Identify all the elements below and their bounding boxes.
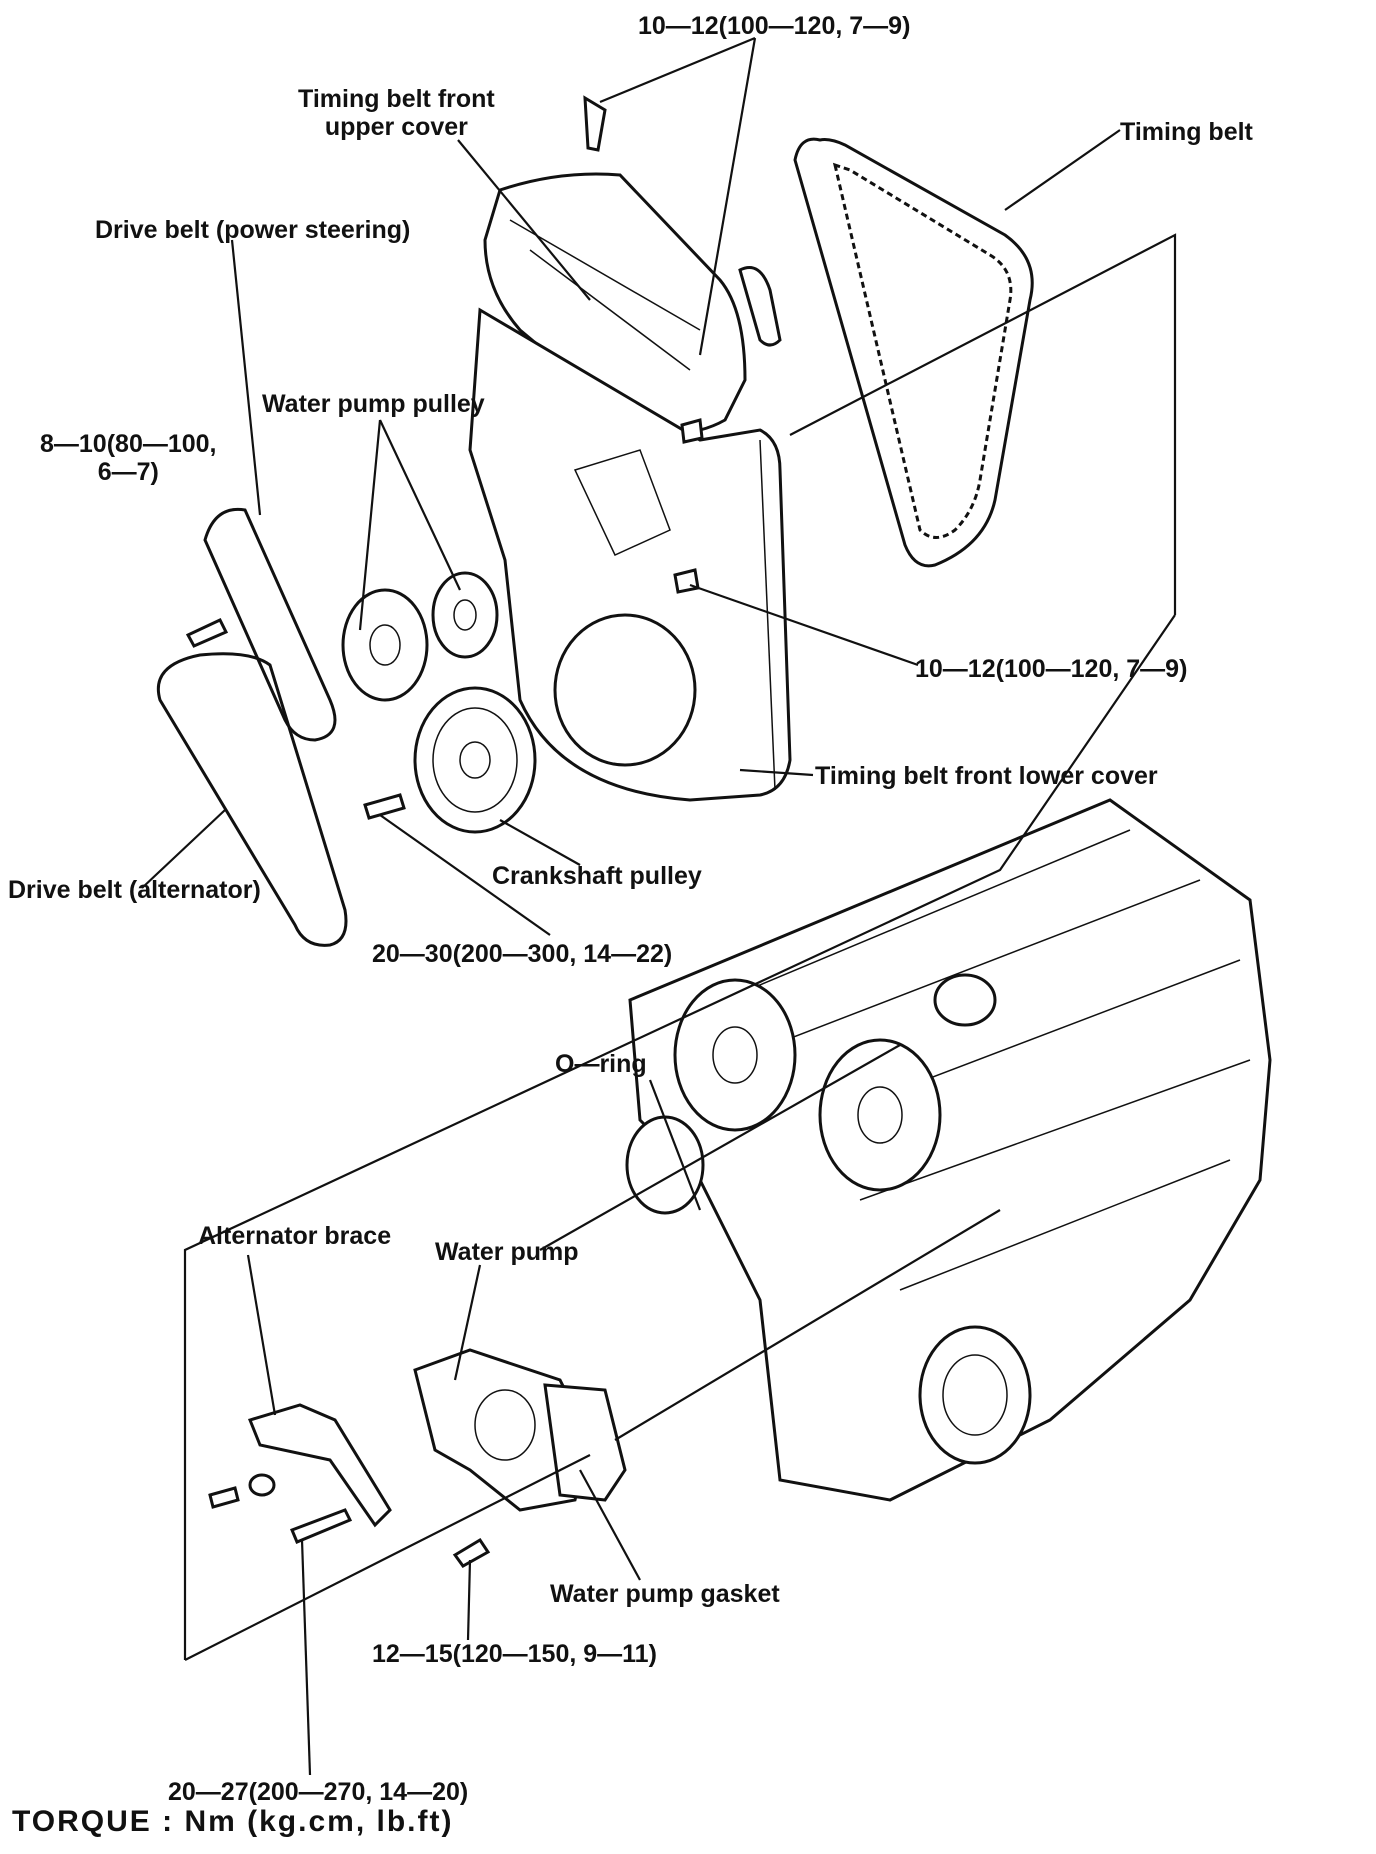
torque-spec-crankshaft-bolt: 20—30(200—300, 14—22) bbox=[372, 940, 673, 968]
crankshaft-pulley bbox=[413, 686, 537, 834]
water-pump-gasket bbox=[543, 1383, 627, 1502]
label-crankshaft-pulley: Crankshaft pulley bbox=[492, 862, 702, 890]
label-timing-belt-upper-cover: Timing belt front upper cover bbox=[298, 85, 495, 141]
label-timing-belt: Timing belt bbox=[1120, 118, 1253, 146]
bottom-bolt-icons bbox=[208, 1473, 491, 1568]
label-water-pump: Water pump bbox=[435, 1238, 579, 1266]
torque-units-legend: TORQUE : Nm (kg.cm, lb.ft) bbox=[12, 1805, 454, 1838]
label-drive-belt-alternator: Drive belt (alternator) bbox=[8, 876, 261, 904]
timing-belt-lower-cover bbox=[468, 307, 792, 802]
label-timing-belt-lower-cover: Timing belt front lower cover bbox=[815, 762, 1158, 790]
bolt-icons bbox=[185, 95, 704, 820]
alternator-brace bbox=[247, 1403, 392, 1528]
label-drive-belt-power-steering: Drive belt (power steering) bbox=[95, 216, 411, 244]
label-alternator-brace: Alternator brace bbox=[198, 1222, 392, 1250]
label-water-pump-gasket: Water pump gasket bbox=[550, 1580, 780, 1608]
drive-belt-power-steering bbox=[203, 507, 337, 742]
label-o-ring: O—ring bbox=[555, 1050, 647, 1078]
timing-belt-upper-cover bbox=[483, 172, 782, 435]
torque-spec-pulley-bolt: 8—10(80—100, 6—7) bbox=[40, 430, 217, 486]
torque-spec-cover-bolt: 10—12(100—120, 7—9) bbox=[915, 655, 1188, 683]
water-pump-pulley bbox=[341, 571, 499, 702]
torque-spec-upper-bolt: 10—12(100—120, 7—9) bbox=[638, 12, 911, 40]
torque-spec-brace-bolt: 20—27(200—270, 14—20) bbox=[168, 1778, 469, 1806]
engine-block bbox=[625, 798, 1272, 1502]
drive-belt-alternator bbox=[157, 652, 348, 947]
label-water-pump-pulley: Water pump pulley bbox=[262, 390, 485, 418]
torque-spec-water-pump-bolt: 12—15(120—150, 9—11) bbox=[372, 1640, 657, 1668]
leader-lines bbox=[141, 36, 1177, 1776]
timing-belt bbox=[793, 137, 1034, 568]
